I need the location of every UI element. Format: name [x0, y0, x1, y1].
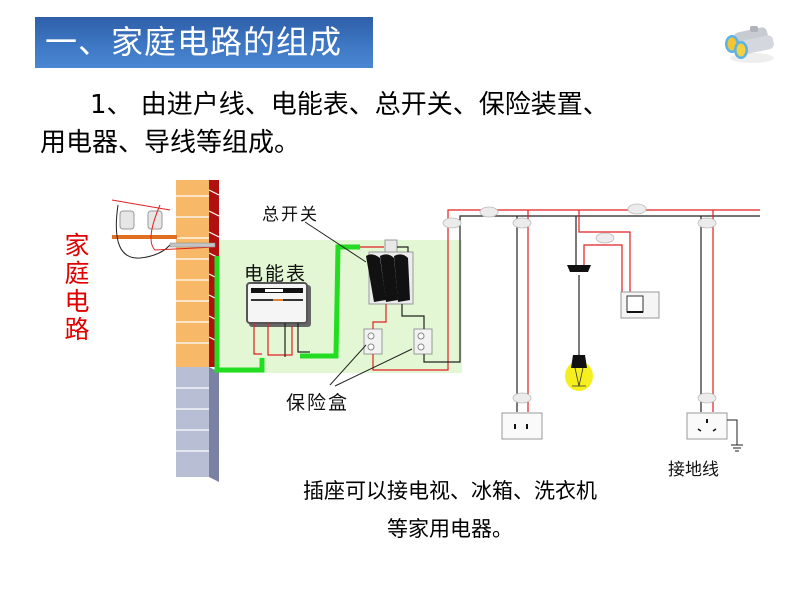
ground-wire-label: 接地线 — [668, 460, 719, 480]
caption-line-2: 等家用电器。 — [387, 517, 513, 541]
household-circuit-label: 家 庭 电 路 — [62, 232, 92, 344]
light-bulb — [565, 355, 593, 391]
wire-clips — [442, 203, 717, 404]
caption: 插座可以接电视、冰箱、洗衣机 等家用电器。 — [240, 472, 660, 548]
side-label-char: 电 — [64, 287, 90, 316]
meter-label: 电能表 — [244, 263, 308, 285]
side-label-char: 家 — [64, 231, 90, 260]
service-wire — [214, 244, 360, 373]
three-pin-socket — [686, 412, 728, 440]
binoculars-icon — [725, 26, 774, 63]
caption-line-1: 插座可以接电视、冰箱、洗衣机 — [303, 479, 597, 503]
intro-line-1: 1、 由进户线、电能表、总开关、保险装置、 — [90, 90, 609, 120]
main-switch — [360, 239, 414, 305]
two-pin-socket — [501, 412, 543, 440]
fuse-box-right — [413, 328, 433, 355]
service-entrance-insulators — [111, 199, 216, 259]
brick-wall — [176, 180, 220, 482]
fuse-box-label: 保险盒 — [286, 392, 350, 414]
side-label-char: 庭 — [64, 259, 90, 288]
intro-text: 1、 由进户线、电能表、总开关、保险装置、 用电器、导线等组成。 — [40, 86, 740, 162]
panel-background-right — [440, 240, 462, 373]
ground-symbol — [727, 419, 743, 452]
side-label-char: 路 — [64, 315, 90, 344]
wall-switch — [620, 291, 660, 319]
slide-title: 一、家庭电路的组成 — [35, 17, 373, 68]
electric-meter — [246, 282, 311, 327]
main-switch-label: 总开关 — [262, 205, 319, 225]
ceiling-rose — [567, 265, 591, 272]
fuse-box-left — [363, 328, 383, 355]
intro-line-2: 用电器、导线等组成。 — [40, 128, 301, 158]
